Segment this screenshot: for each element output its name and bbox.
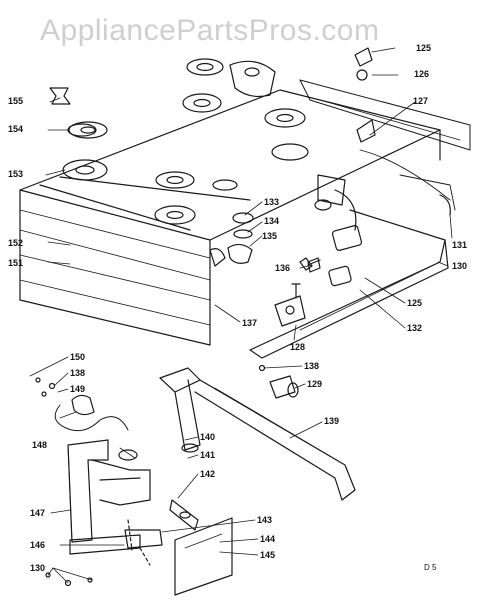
burner-head-center [193, 98, 211, 108]
burner-head [271, 143, 309, 161]
callout-130-lower: 130 [30, 563, 46, 573]
callout-125: 125 [416, 43, 432, 53]
callout-125-lower: 125 [407, 298, 423, 308]
callout-153: 153 [8, 169, 24, 179]
small-parts [209, 212, 313, 399]
callout-139: 139 [324, 416, 340, 426]
burner-head-center [276, 113, 294, 123]
gas-manifold [249, 149, 456, 359]
burner-head [264, 108, 306, 128]
igniter [71, 394, 95, 416]
callout-149: 149 [70, 384, 86, 394]
callout-127: 127 [413, 96, 429, 106]
callout-129: 129 [307, 379, 323, 389]
callout-154: 154 [8, 124, 24, 134]
callout-145: 145 [260, 550, 276, 560]
valves [274, 174, 363, 327]
callout-131: 131 [452, 240, 468, 250]
callout-133: 133 [264, 197, 280, 207]
screws [35, 377, 93, 587]
callout-150: 150 [70, 352, 86, 362]
callout-141: 141 [200, 450, 216, 460]
callout-128: 128 [290, 342, 306, 352]
callout-143: 143 [257, 515, 273, 525]
burner-head-center [75, 165, 95, 175]
burner-head [212, 179, 238, 191]
callout-138-left: 138 [70, 368, 86, 378]
callout-126: 126 [414, 69, 430, 79]
burner-head [182, 93, 222, 113]
diagram-code: D 5 [424, 563, 437, 572]
burner-head-center [196, 62, 214, 72]
clip-part [49, 87, 71, 105]
lower-assembly [54, 394, 163, 566]
callout-138: 138 [304, 361, 320, 371]
burner-head [155, 171, 195, 189]
callout-152: 152 [8, 238, 24, 248]
callout-130: 130 [452, 261, 468, 271]
burner-head-center [166, 210, 184, 220]
callout-144: 144 [260, 534, 276, 544]
leader-lines [29, 47, 453, 584]
burner-head-center [80, 126, 96, 134]
callout-147: 147 [30, 508, 46, 518]
callout-148: 148 [32, 440, 48, 450]
callout-146: 146 [30, 540, 46, 550]
callout-140: 140 [200, 432, 216, 442]
burner-tube [159, 367, 356, 501]
top-valve-parts [49, 47, 376, 143]
callout-142: 142 [200, 469, 216, 479]
burner-head [62, 159, 108, 181]
burner-head [68, 121, 108, 139]
watermark: AppliancePartsPros.com [40, 14, 380, 47]
callout-132: 132 [407, 323, 423, 333]
callout-135: 135 [262, 231, 278, 241]
callout-134: 134 [264, 216, 280, 226]
burner-head-center [166, 175, 184, 185]
burner-heads [62, 58, 309, 225]
burner-head [186, 58, 224, 76]
callout-137: 137 [242, 318, 258, 328]
burner-head [154, 205, 196, 225]
callout-151: 151 [8, 258, 24, 268]
bracket-cover [169, 499, 233, 596]
callout-136: 136 [275, 263, 291, 273]
callout-155: 155 [8, 96, 24, 106]
